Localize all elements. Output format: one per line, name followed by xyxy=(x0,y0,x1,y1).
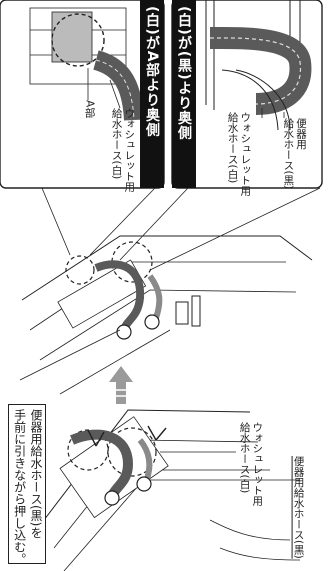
panel-right-washlet-hose-line1: ウォシュレット用 xyxy=(239,112,252,196)
bottom-toilet-hose-text: 便器用給水ホース(黒) xyxy=(292,456,305,559)
panel-left-part-a-text: A部 xyxy=(83,100,96,118)
panel-right-header-text: (白)が(黒)より奥側 xyxy=(176,6,192,141)
panel-left-washlet-hose-label: ウォシュレット用 給水ホース(白) xyxy=(110,108,136,192)
bottom-washlet-hose-line2: 給水ホース(白) xyxy=(238,422,251,494)
bottom-washlet-hose-label: ウォシュレット用 給水ホース(白) xyxy=(238,422,264,506)
detail-panel-right-art xyxy=(171,0,323,189)
instruction-box: 便器用給水ホース(黒)を 手前に引きながら押し込む。 xyxy=(8,404,46,565)
panel-right-toilet-hose-label: 便器用 給水ホース(黒) xyxy=(282,118,307,189)
panel-right-washlet-hose-label: ウォシュレット用 給水ホース(白) xyxy=(226,112,252,196)
bottom-washlet-hose-line1: ウォシュレット用 xyxy=(251,422,264,506)
panel-left-part-a-label: A部 xyxy=(83,100,96,118)
panel-right-toilet-hose-line1: 便器用 xyxy=(295,118,307,150)
middle-illustration xyxy=(19,235,313,395)
panel-right-washlet-hose-line2: 給水ホース(白) xyxy=(226,112,239,184)
panel-left-washlet-hose-line1: ウォシュレット用 xyxy=(123,108,136,192)
process-arrow xyxy=(109,366,133,404)
panel-left-washlet-hose-line2: 給水ホース(白) xyxy=(110,108,123,180)
panel-right-header: (白)が(黒)より奥側 xyxy=(172,0,196,188)
bottom-toilet-hose-label: 便器用給水ホース(黒) xyxy=(292,456,305,559)
bottom-illustration xyxy=(43,409,301,571)
instruction-line2: 手前に引きながら押し込む。 xyxy=(12,409,27,565)
panel-right-toilet-hose-line2: 給水ホース(黒) xyxy=(282,118,295,190)
detail-panel-left-art xyxy=(0,0,165,189)
panel-left-header-text: (白)がA部より奥側 xyxy=(144,6,160,138)
instruction-line1: 便器用給水ホース(黒)を xyxy=(29,409,43,539)
panel-left-header: (白)がA部より奥側 xyxy=(140,0,164,188)
